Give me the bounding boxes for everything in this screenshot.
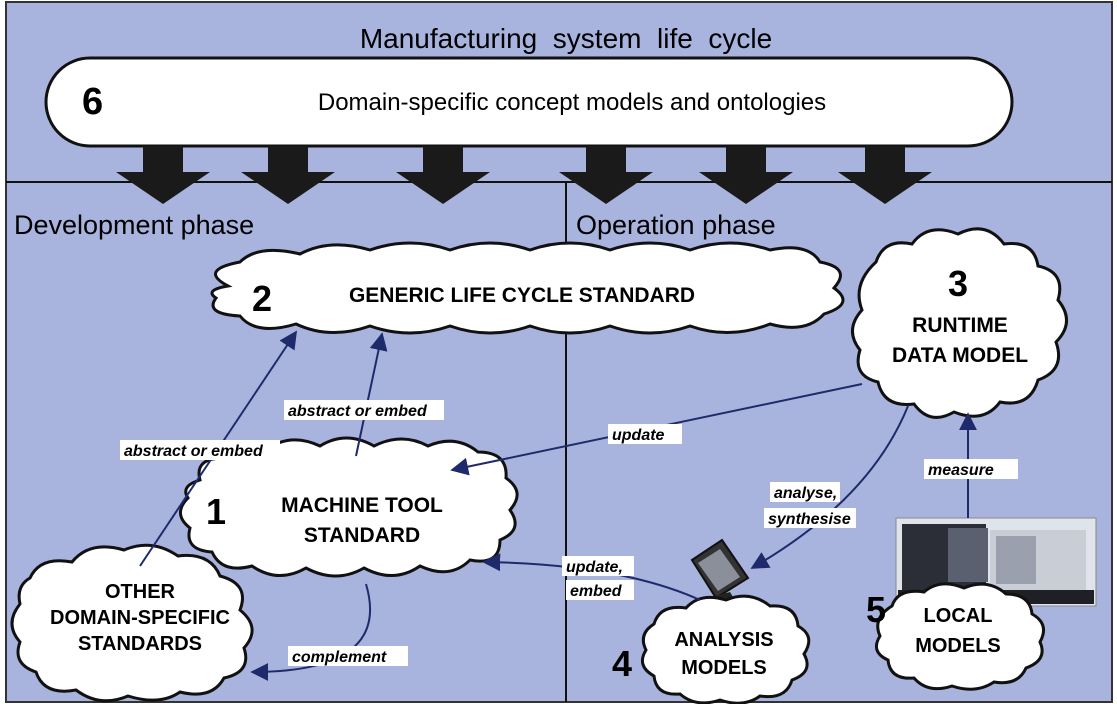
analysis-models-number: 4: [612, 643, 632, 684]
local-models-number: 5: [866, 589, 886, 630]
edge-label-backgrounds: [120, 400, 1018, 666]
edge-label-measure: measure: [928, 462, 994, 479]
down-arrows: [116, 146, 932, 204]
edge-label-synthesise: synthesise: [768, 511, 851, 528]
analysis-models-cloud: [640, 594, 811, 704]
edge-label-update: update: [612, 427, 665, 444]
runtime-model-line2: DATA MODEL: [892, 344, 1028, 367]
machine-tool-line1: MACHINE TOOL: [281, 494, 443, 517]
generic-standard-label: GENERIC LIFE CYCLE STANDARD: [349, 284, 695, 307]
other-standards-line1: OTHER: [105, 581, 176, 603]
operation-phase-label: Operation phase: [576, 210, 776, 240]
edge-label-update-comma: update,: [566, 559, 623, 576]
edge-abstract-embed-machine: [355, 332, 388, 457]
edge-analyse: [750, 405, 909, 569]
development-phase-label: Development phase: [14, 210, 254, 240]
down-arrow: [396, 146, 490, 204]
runtime-model-line1: RUNTIME: [912, 314, 1008, 337]
concept-models-label: Domain-specific concept models and ontol…: [318, 89, 826, 116]
diagram-title: Manufacturing system life cycle: [360, 23, 772, 54]
concept-models-box: [44, 56, 1014, 148]
other-standards-cloud: [10, 543, 254, 703]
concept-models-number: 6: [82, 81, 103, 123]
runtime-model-cloud: [851, 227, 1068, 419]
edge-label-abstract-embed-2: abstract or embed: [288, 403, 428, 420]
down-arrow: [838, 146, 932, 204]
generic-standard-number: 2: [252, 278, 272, 319]
analysis-models-line2: MODELS: [681, 657, 767, 679]
generic-standard-cloud: [210, 241, 845, 335]
machine-tool-cloud: [179, 436, 519, 578]
local-models-line1: LOCAL: [924, 605, 993, 627]
other-standards-line3: STANDARDS: [78, 633, 202, 655]
down-arrow: [559, 146, 653, 204]
other-standards-line2: DOMAIN-SPECIFIC: [50, 607, 230, 629]
analysis-models-line1: ANALYSIS: [674, 629, 773, 651]
down-arrow: [116, 146, 210, 204]
machine-tool-line2: STANDARD: [304, 524, 420, 547]
edge-label-analyse: analyse,: [774, 485, 837, 502]
runtime-model-number: 3: [948, 263, 968, 304]
machine-tool-image: [895, 517, 1097, 607]
edge-label-embed: embed: [570, 583, 623, 600]
edge-label-abstract-embed-1: abstract or embed: [124, 443, 264, 460]
machine-tool-number: 1: [206, 491, 226, 532]
down-arrow: [241, 146, 335, 204]
local-models-cloud: [874, 582, 1046, 691]
edge-label-complement: complement: [292, 649, 387, 666]
local-models-line2: MODELS: [915, 635, 1001, 657]
down-arrow: [699, 146, 793, 204]
